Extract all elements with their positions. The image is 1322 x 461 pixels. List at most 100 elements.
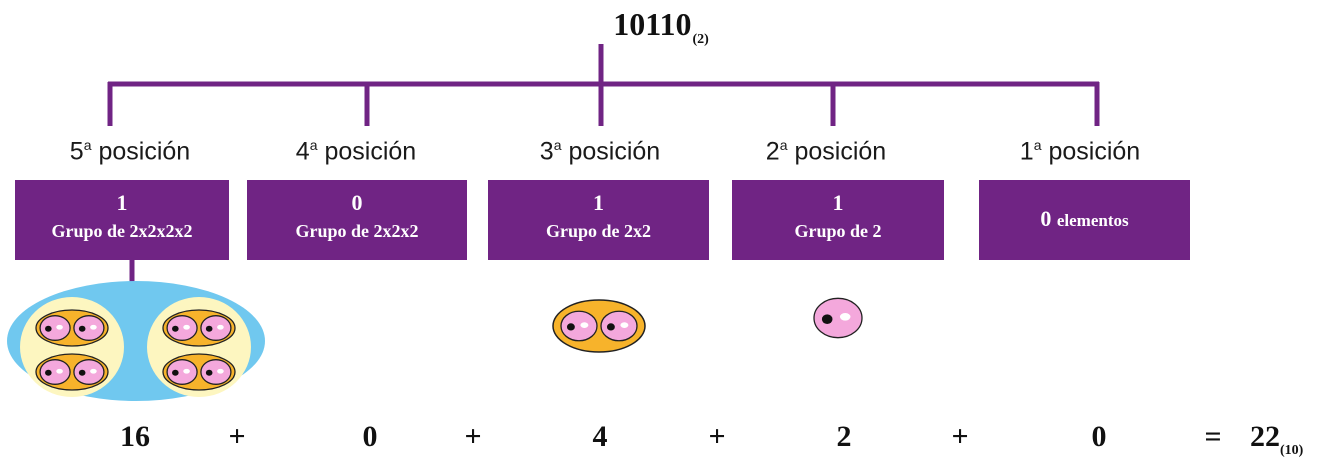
ordinal-number: 3	[539, 137, 554, 166]
element-dark-dot	[205, 369, 213, 376]
position-word: posición	[568, 137, 661, 166]
element-unit	[200, 359, 232, 385]
element-light-dot	[839, 312, 851, 321]
plus-sign: +	[464, 420, 482, 453]
element-dark-dot	[821, 314, 833, 325]
box-elements-text: 0 elementos	[979, 180, 1190, 232]
element-light-dot	[580, 322, 589, 328]
box-digit: 1	[593, 190, 604, 215]
element-dark-dot	[205, 325, 213, 332]
box-digit: 1	[116, 190, 128, 215]
box-digit: 0	[1040, 206, 1052, 231]
sum-term-0-b: 0	[1091, 420, 1107, 453]
position-label-1st: 1a posición	[960, 137, 1200, 166]
position-label-5th: 5a posición	[10, 137, 250, 166]
box-digit: 0	[351, 190, 363, 215]
element-dark-dot	[45, 325, 52, 332]
position-word: posición	[794, 137, 887, 166]
element-dark-dot	[606, 323, 615, 331]
box-group-text: Grupo de 2	[794, 221, 882, 241]
element-unit	[73, 315, 105, 341]
box-digit: 1	[832, 190, 844, 215]
position-box-1st: 0 elementos	[979, 180, 1190, 260]
box-group-text: Grupo de 2x2x2	[295, 221, 419, 241]
sum-term-0-a: 0	[362, 420, 378, 453]
ordinal-number: 5	[69, 137, 84, 166]
sum-term-2: 2	[836, 420, 852, 453]
pair-of-elements	[35, 309, 109, 347]
element-body	[166, 315, 198, 341]
decimal-result: 22(10)	[1250, 420, 1320, 459]
pairs-of-4	[560, 310, 638, 342]
ordinal-suffix: a	[83, 137, 92, 153]
element-unit	[39, 315, 71, 341]
element-body	[166, 359, 198, 385]
pair-of-elements	[162, 353, 236, 391]
sum-term-4: 4	[592, 420, 608, 453]
plus-sign: +	[228, 420, 246, 453]
element-body	[39, 315, 71, 341]
element-light-dot	[56, 324, 63, 330]
element-unit	[600, 310, 638, 342]
element-dark-dot	[172, 369, 179, 376]
element-body	[813, 297, 863, 339]
element-body	[73, 315, 105, 341]
position-box-5th: 1 Grupo de 2x2x2x2	[15, 180, 229, 260]
element-body	[560, 310, 598, 342]
position-box-3rd: 1 Grupo de 2x2	[488, 180, 709, 260]
element-unit	[813, 297, 863, 339]
element-unit	[73, 359, 105, 385]
element-unit	[166, 315, 198, 341]
result-base: (10)	[1280, 443, 1304, 458]
element-body	[73, 359, 105, 385]
pairs-of-16	[35, 309, 236, 391]
element-unit	[39, 359, 71, 385]
ordinal-suffix: a	[309, 137, 318, 153]
ordinal-suffix: a	[553, 137, 562, 153]
element-light-dot	[56, 368, 63, 374]
ordinal-number: 4	[295, 137, 310, 166]
position-label-3rd: 3a posición	[480, 137, 720, 166]
element-unit	[200, 315, 232, 341]
ordinal-suffix: a	[1033, 137, 1042, 153]
element-unit	[166, 359, 198, 385]
position-label-4th: 4a posición	[236, 137, 476, 166]
binary-number: 10110	[613, 6, 692, 42]
ordinal-number: 2	[765, 137, 780, 166]
position-box-4th: 0 Grupo de 2x2x2	[247, 180, 467, 260]
element-light-dot	[90, 368, 97, 374]
ordinal-number: 1	[1019, 137, 1034, 166]
position-word: posición	[1048, 137, 1141, 166]
sum-term-16: 16	[120, 420, 150, 453]
equals-sign: =	[1204, 420, 1222, 453]
binary-number-title: 10110(2)	[0, 6, 1322, 48]
element-light-dot	[217, 368, 224, 374]
box-group-text: Grupo de 2x2x2x2	[51, 221, 193, 241]
tree-connectors	[107, 44, 1100, 298]
element-body	[39, 359, 71, 385]
element-body	[200, 359, 232, 385]
element-light-dot	[620, 322, 629, 328]
element-body	[200, 315, 232, 341]
elements-word: elementos	[1056, 211, 1129, 230]
element-dark-dot	[172, 325, 179, 332]
binary-base: (2)	[692, 32, 709, 47]
element-light-dot	[183, 324, 190, 330]
pair-of-elements	[35, 353, 109, 391]
element-light-dot	[217, 324, 224, 330]
group-of-2-illustration	[813, 297, 863, 339]
box-group-text: Grupo de 2x2	[545, 221, 651, 241]
plus-sign: +	[951, 420, 969, 453]
element-dark-dot	[45, 369, 52, 376]
element-light-dot	[183, 368, 190, 374]
element-unit	[560, 310, 598, 342]
element-dark-dot	[78, 369, 86, 376]
position-box-2nd: 1 Grupo de 2	[732, 180, 944, 260]
element-body	[600, 310, 638, 342]
position-word: posición	[98, 137, 191, 166]
element-dark-dot	[78, 325, 86, 332]
result-number: 22	[1250, 420, 1280, 453]
pair-of-elements	[162, 309, 236, 347]
position-word: posición	[324, 137, 417, 166]
